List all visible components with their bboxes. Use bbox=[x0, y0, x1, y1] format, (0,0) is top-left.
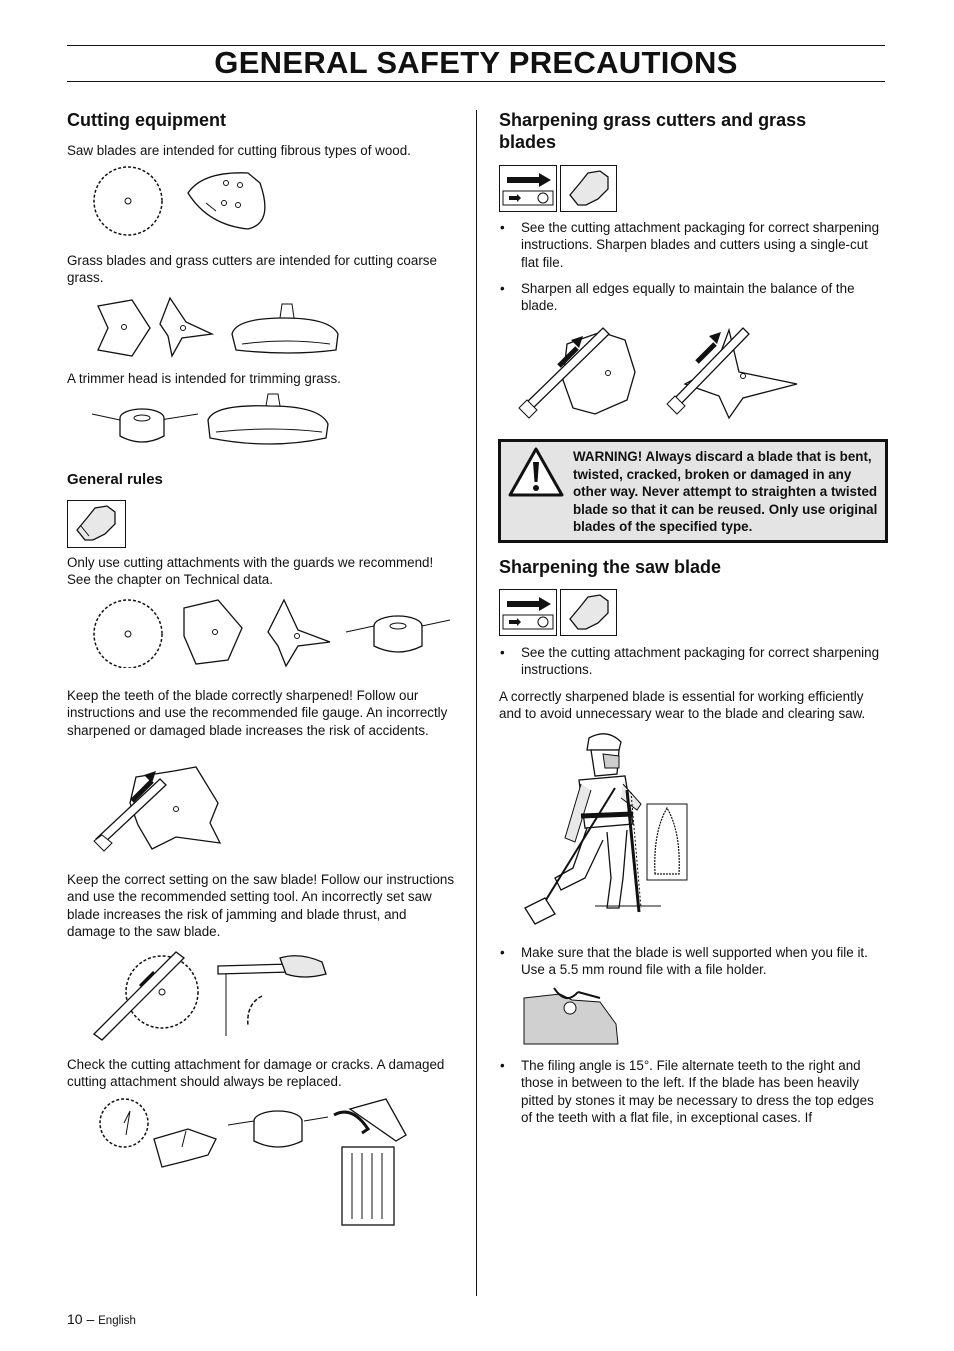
warning-triangle-icon bbox=[508, 447, 564, 497]
page-footer: 10 – English bbox=[67, 1311, 136, 1327]
sharpening-blades-illustration bbox=[515, 322, 800, 422]
heading-sharpening-saw-blade: Sharpening the saw blade bbox=[499, 557, 722, 577]
text-correctly-sharpened: A correctly sharpened blade is essential… bbox=[499, 689, 866, 722]
bullet-blade-supported: Make sure that the blade is well support… bbox=[499, 944, 885, 979]
saw-blade-setting-illustration bbox=[90, 946, 335, 1044]
header-rule-bottom bbox=[67, 81, 885, 82]
text-teeth-sharpened: Keep the teeth of the blade correctly sh… bbox=[67, 688, 448, 738]
gloves-icon bbox=[560, 165, 617, 212]
text-correct-setting: Keep the correct setting on the saw blad… bbox=[67, 872, 455, 939]
text-grass-blades: Grass blades and grass cutters are inten… bbox=[67, 253, 437, 286]
warning-box: WARNING! Always discard a blade that is … bbox=[498, 439, 888, 543]
text-trimmer-head: A trimmer head is intended for trimming … bbox=[67, 371, 341, 386]
page-title: GENERAL SAFETY PRECAUTIONS bbox=[214, 45, 738, 80]
page-number: 10 – bbox=[67, 1311, 95, 1327]
damaged-attachments-bin-illustration bbox=[90, 1095, 410, 1227]
bullet-sharpen-edges: Sharpen all edges equally to maintain th… bbox=[499, 280, 885, 315]
heading-sharpening-grass-cutters: Sharpening grass cutters and grass blade… bbox=[499, 110, 807, 152]
bullet-packaging-instructions: See the cutting attachment packaging for… bbox=[499, 219, 885, 271]
blade-file-illustration bbox=[90, 763, 230, 858]
file-tool-icon bbox=[499, 165, 557, 212]
saw-blade-guard-illustration bbox=[88, 163, 278, 241]
heading-general-rules: General rules bbox=[67, 471, 163, 488]
bullet-saw-packaging: See the cutting attachment packaging for… bbox=[499, 644, 885, 679]
gloves-icon bbox=[560, 589, 617, 636]
grass-blades-guard-illustration bbox=[90, 294, 345, 360]
column-divider bbox=[476, 110, 477, 1296]
bullet-filing-angle: The filing angle is 15°. File alternate … bbox=[499, 1057, 885, 1126]
gloves-icon bbox=[67, 500, 126, 548]
file-tool-icon bbox=[499, 589, 557, 636]
trimmer-head-guard-illustration bbox=[90, 392, 345, 450]
text-saw-blades: Saw blades are intended for cutting fibr… bbox=[67, 143, 411, 158]
text-check-damage: Check the cutting attachment for damage … bbox=[67, 1057, 445, 1090]
round-file-holder-illustration bbox=[520, 984, 622, 1046]
cutting-attachments-illustration bbox=[88, 596, 453, 668]
operator-filing-blade-illustration bbox=[515, 728, 695, 928]
heading-cutting-equipment: Cutting equipment bbox=[67, 110, 226, 130]
warning-text: WARNING! Always discard a blade that is … bbox=[573, 449, 878, 535]
text-guards: Only use cutting attachments with the gu… bbox=[67, 555, 434, 588]
footer-language: English bbox=[98, 1315, 136, 1327]
header-rule-top bbox=[67, 45, 885, 46]
